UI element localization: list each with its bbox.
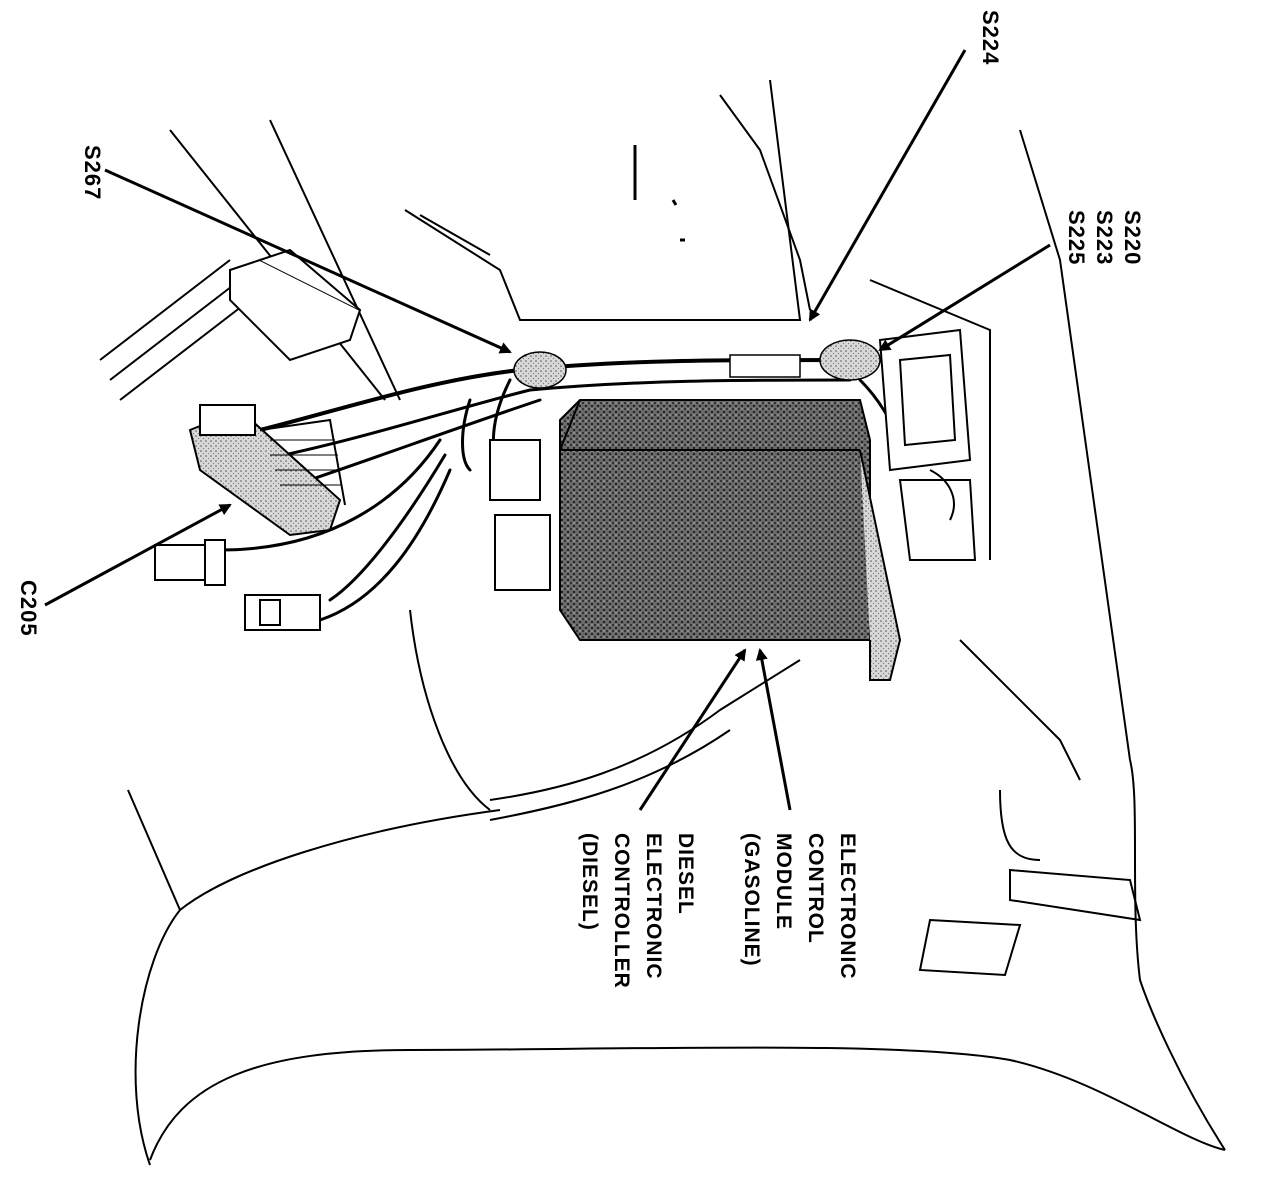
label-ecm-line3: MODULE xyxy=(772,833,795,930)
label-s223: S223 xyxy=(1092,210,1117,266)
splice-wraps xyxy=(513,339,881,389)
mounting-bracket xyxy=(229,248,362,362)
right-connectors xyxy=(878,328,977,561)
arrow-ecm xyxy=(755,648,792,811)
leader-arrows xyxy=(44,49,1051,811)
label-ecm-line2: CONTROL xyxy=(804,833,827,944)
arrow-s220 xyxy=(878,243,1051,352)
ecm-module xyxy=(559,399,902,681)
c205-connector xyxy=(188,404,346,537)
arrow-s267 xyxy=(104,168,512,354)
side-connectors xyxy=(154,439,551,631)
arrow-diesel xyxy=(638,648,747,811)
label-diesel-line1: DIESEL xyxy=(674,833,697,915)
label-diesel-line4: (DIESEL) xyxy=(578,833,601,931)
label-ecm-line1: ELECTRONIC xyxy=(836,833,859,980)
label-c205: C205 xyxy=(16,580,41,637)
arrow-s224 xyxy=(808,49,967,322)
body-outline xyxy=(99,79,1226,1166)
label-diesel-line3: CONTROLLER xyxy=(610,833,633,989)
label-s225: S225 xyxy=(1064,210,1089,266)
arrow-c205 xyxy=(44,503,232,607)
panel-marks xyxy=(633,145,685,242)
label-diesel-line2: ELECTRONIC xyxy=(642,833,665,980)
label-s220: S220 xyxy=(1120,210,1145,266)
label-s224: S224 xyxy=(978,10,1003,66)
label-ecm-line4: (GASOLINE) xyxy=(740,833,763,967)
label-s267: S267 xyxy=(80,145,105,201)
